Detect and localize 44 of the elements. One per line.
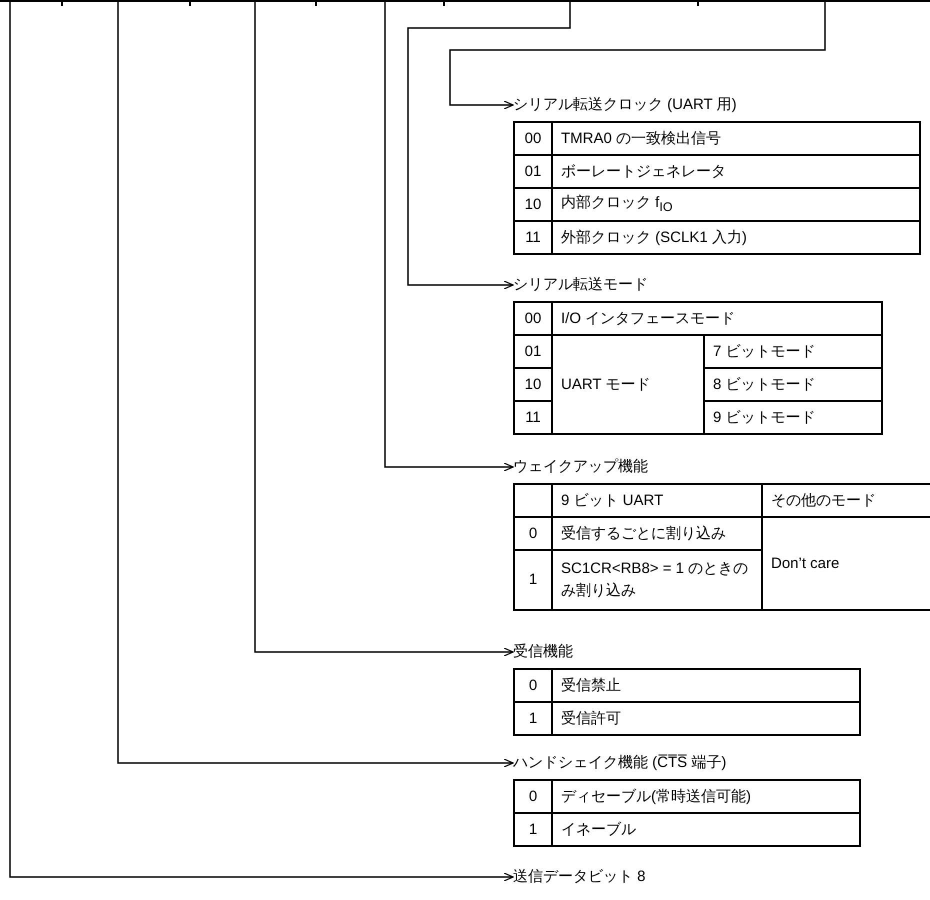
table-cell: 9 ビット UART [553,485,761,516]
table-cell: 外部クロック (SCLK1 入力) [553,222,919,253]
table-cell: 01 [515,156,551,187]
table-cell: 受信禁止 [553,670,859,701]
table-cell: I/O インタフェースモード [553,303,881,334]
table-cell: SC1CR<RB8> = 1 のときのみ割り込み [553,551,761,609]
table-cell: 10 [515,369,551,400]
table-cell: 11 [515,222,551,253]
field-heading: ハンドシェイク機能 (C̅T̅S̅ 端子) [513,753,726,773]
field-heading: 受信機能 [513,642,573,662]
table-cell: 0 [515,781,551,812]
table-cell: 10 [515,189,551,220]
table-cell: 11 [515,402,551,433]
table-cell: 1 [515,703,551,734]
table-cell: 7 ビットモード [705,336,881,367]
table-cell: 1 [515,814,551,845]
table-cell: 内部クロック f$_{IO}$ [553,189,919,220]
table-cell: 1 [515,551,551,609]
table-cell: ボーレートジェネレータ [553,156,919,187]
leader-arrow [449,0,826,110]
field-heading: 送信データビット 8 [513,867,646,887]
table-cell: イネーブル [553,814,859,845]
table-cell: 01 [515,336,551,367]
field-heading: シリアル転送モード [513,275,648,295]
field-heading: ウェイクアップ機能 [513,457,648,477]
table-cell: UART モード [553,336,703,433]
table-cell: Don’t care [763,518,930,609]
table-cell: 0 [515,518,551,549]
table-cell: 9 ビットモード [705,402,881,433]
leader-arrow [384,0,514,472]
leader-arrow [117,0,514,768]
table-cell: 8 ビットモード [705,369,881,400]
table-cell: 00 [515,303,551,334]
table-cell: ディセーブル(常時送信可能) [553,781,859,812]
table-cell: その他のモード [763,485,930,516]
table-cell: 00 [515,123,551,154]
leader-arrow [9,0,514,882]
field-heading: シリアル転送クロック (UART 用) [513,95,737,115]
table-cell: 受信許可 [553,703,859,734]
table-cell: 受信するごとに割り込み [553,518,761,549]
table-cell: 0 [515,670,551,701]
leader-arrow [407,0,571,290]
leader-arrow [254,0,514,657]
table-cell: TMRA0 の一致検出信号 [553,123,919,154]
